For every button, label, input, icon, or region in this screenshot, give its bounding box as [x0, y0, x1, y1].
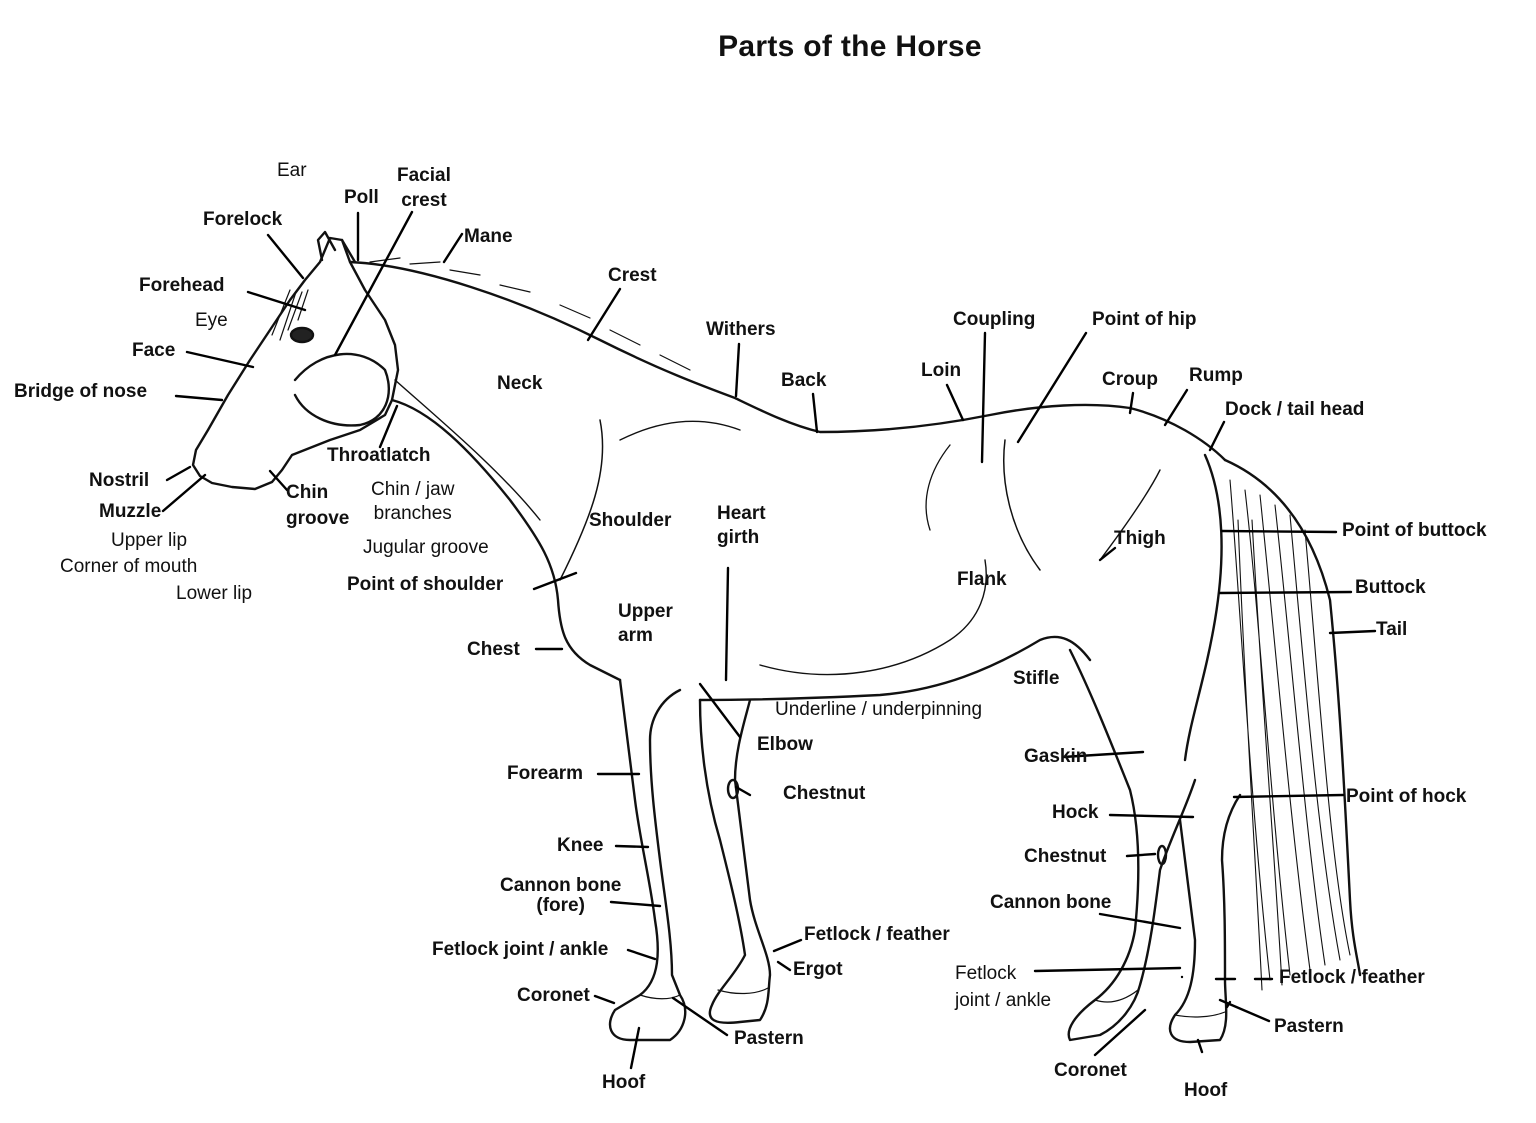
label-upper-lip: Upper lip	[111, 530, 188, 551]
label-stifle: Stifle	[1013, 668, 1060, 689]
label-tail: Tail	[1376, 619, 1408, 640]
horse-head-outline	[191, 236, 400, 491]
label-chin-groove: Chin groove	[286, 482, 350, 529]
label-upper-arm: Upper arm	[618, 601, 673, 646]
label-nostril: Nostril	[89, 470, 150, 491]
label-pastern-fore: Pastern	[734, 1028, 804, 1049]
label-neck: Neck	[497, 373, 543, 394]
label-chin-jaw-branches: Chin / jaw branches	[371, 479, 455, 524]
label-back: Back	[781, 370, 827, 391]
label-point-of-hip: Point of hip	[1092, 309, 1197, 330]
label-forehead: Forehead	[139, 275, 225, 296]
label-hock: Hock	[1052, 802, 1099, 823]
label-muzzle: Muzzle	[99, 501, 162, 522]
label-fetlock-joint-hind: Fetlock joint / ankle	[955, 963, 1052, 1011]
label-thigh: Thigh	[1114, 528, 1166, 549]
diagram-title: Parts of the Horse	[718, 30, 982, 63]
label-hoof-hind: Hoof	[1184, 1080, 1228, 1101]
label-fetlock-feather-hind: Fetlock / feather	[1279, 967, 1425, 988]
leader-lines	[161, 210, 1377, 1070]
label-chestnut-fore: Chestnut	[783, 783, 866, 804]
label-withers: Withers	[706, 319, 776, 340]
label-throatlatch: Throatlatch	[327, 445, 431, 466]
label-chestnut-hind: Chestnut	[1024, 846, 1107, 867]
label-jugular-groove: Jugular groove	[363, 537, 489, 558]
label-coronet-hind: Coronet	[1054, 1060, 1127, 1081]
label-knee: Knee	[557, 835, 604, 856]
label-elbow: Elbow	[757, 734, 813, 755]
label-face: Face	[132, 340, 176, 361]
label-bridge-of-nose: Bridge of nose	[14, 381, 148, 402]
label-underline: Underline / underpinning	[775, 699, 983, 720]
label-rump: Rump	[1189, 365, 1243, 386]
horse-tail	[1223, 458, 1362, 977]
label-forearm: Forearm	[507, 763, 584, 784]
label-forelock: Forelock	[203, 209, 283, 230]
label-point-of-buttock: Point of buttock	[1342, 520, 1487, 541]
label-gaskin: Gaskin	[1024, 746, 1088, 767]
label-buttock: Buttock	[1355, 577, 1426, 598]
horse-underline	[698, 635, 1092, 702]
label-pastern-hind: Pastern	[1274, 1016, 1344, 1037]
label-chest: Chest	[467, 639, 520, 660]
label-hoof-fore: Hoof	[602, 1072, 646, 1093]
label-loin: Loin	[921, 360, 962, 381]
label-facial-crest: Facial crest	[397, 165, 451, 211]
label-point-of-shoulder: Point of shoulder	[347, 574, 504, 595]
label-coupling: Coupling	[953, 309, 1036, 330]
label-croup: Croup	[1102, 369, 1158, 390]
label-fetlock-feather-fore: Fetlock / feather	[804, 924, 950, 945]
label-point-of-hock: Point of hock	[1346, 786, 1467, 807]
label-cannon-bone-fore: Cannon bone (fore)	[500, 875, 622, 916]
label-ear: Ear	[277, 160, 307, 181]
label-shoulder: Shoulder	[589, 510, 672, 531]
label-poll: Poll	[344, 187, 379, 208]
label-cannon-bone-hind: Cannon bone	[990, 892, 1112, 913]
horse-topline	[348, 260, 1227, 462]
label-flank: Flank	[957, 569, 1007, 590]
label-lower-lip: Lower lip	[176, 583, 253, 604]
label-dock-tail-head: Dock / tail head	[1225, 399, 1365, 420]
label-coronet-fore: Coronet	[517, 985, 590, 1006]
label-fetlock-joint-fore: Fetlock joint / ankle	[432, 939, 609, 960]
label-corner-of-mouth: Corner of mouth	[60, 556, 198, 577]
label-ergot: Ergot	[793, 959, 843, 980]
label-eye: Eye	[195, 310, 228, 331]
label-crest: Crest	[608, 265, 657, 286]
label-heart-girth: Heart girth	[717, 503, 766, 548]
label-mane: Mane	[464, 226, 513, 247]
